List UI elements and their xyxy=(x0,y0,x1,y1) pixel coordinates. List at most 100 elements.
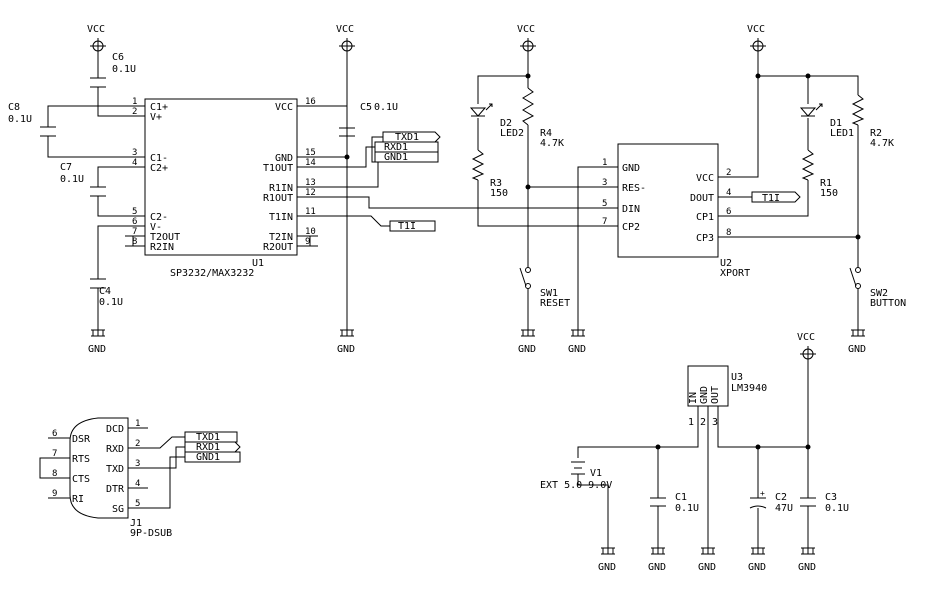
u1-pin-name: C2+ xyxy=(150,163,168,174)
j1-pin-name: DCD xyxy=(106,424,124,435)
c4: C4 0.1U xyxy=(90,225,125,330)
u2-pin-name: GND xyxy=(622,163,640,174)
j1-pin-num: 5 xyxy=(135,499,140,509)
u1-pin-num: 2 xyxy=(132,107,137,117)
u1-pin-name: V- xyxy=(150,222,162,233)
sw1-ref: SW1 xyxy=(540,288,558,299)
gnd-label: GND xyxy=(88,344,106,355)
j1-pin-name: RI xyxy=(72,494,84,505)
u1-pin-name: R2OUT xyxy=(263,242,293,253)
gnd-symbol xyxy=(751,547,765,555)
u1-pin-num: 16 xyxy=(305,97,316,107)
u3-pinnum-in: 1 xyxy=(688,417,694,428)
v1-source: V1 EXT 5.0-9.0V xyxy=(540,461,612,548)
d2: D2 LED2 xyxy=(469,103,524,139)
flag-txd1-j1: TXD1 xyxy=(196,432,220,443)
u1-pin-num: 10 xyxy=(305,227,316,237)
j1-pin-num: 9 xyxy=(52,489,57,499)
v1-value: EXT 5.0-9.0V xyxy=(540,480,612,491)
u1-pin-num: 7 xyxy=(132,227,137,237)
c6-value: 0.1U xyxy=(112,64,136,75)
c4-ref: C4 xyxy=(99,286,111,297)
vcc-symbol-cross xyxy=(750,38,766,52)
sw2[interactable]: SW2 BUTTON xyxy=(849,267,906,310)
r1: R1 150 xyxy=(801,149,838,199)
u1-pin-num: 1 xyxy=(132,97,137,107)
vcc-label: VCC xyxy=(797,332,815,343)
u1-pin-name: VCC xyxy=(275,102,293,113)
c7-ref: C7 xyxy=(60,162,72,173)
u2-pin-name: CP1 xyxy=(696,212,714,223)
u2-pin-name: DOUT xyxy=(690,193,714,204)
u1-pin-num: 3 xyxy=(132,148,137,158)
u3-value: LM3940 xyxy=(731,383,767,394)
r4-ref: R4 xyxy=(540,128,552,139)
c6: C6 0.1U xyxy=(90,52,136,117)
flag-txd1-u1: TXD1 xyxy=(395,132,419,143)
u3-pin-gnd: GND xyxy=(699,386,710,404)
r2-ref: R2 xyxy=(870,128,882,139)
u1-pin-num: 9 xyxy=(305,237,310,247)
gnd-symbol xyxy=(571,329,585,337)
u2-pin-num: 8 xyxy=(726,228,731,238)
u2-pin-name: DIN xyxy=(622,204,640,215)
d1: D1 LED1 xyxy=(799,103,854,139)
u1-pin-name: V+ xyxy=(150,112,162,123)
u3-body xyxy=(687,365,729,407)
gnd-label: GND xyxy=(748,562,766,573)
u2-pin-num: 6 xyxy=(726,207,731,217)
d1-value: LED1 xyxy=(830,128,854,139)
c3-ref: C3 xyxy=(825,492,837,503)
c3-value: 0.1U xyxy=(825,503,849,514)
j1-body xyxy=(69,417,129,519)
u1-pin-name: R2IN xyxy=(150,242,174,253)
j1-ref: J1 xyxy=(130,518,142,529)
u1-pin-name: T1IN xyxy=(269,212,293,223)
gnd-symbol xyxy=(91,329,105,337)
vcc-label: VCC xyxy=(87,24,105,35)
gnd-label: GND xyxy=(518,344,536,355)
u2-ref: U2 xyxy=(720,258,732,269)
u1-pin-num: 5 xyxy=(132,207,137,217)
sw1[interactable]: SW1 RESET xyxy=(519,267,570,310)
gnd-label: GND xyxy=(568,344,586,355)
u1-pin-num: 6 xyxy=(132,217,137,227)
u2-pin-num: 2 xyxy=(726,168,731,178)
u3-pinnum-gnd: 2 xyxy=(700,417,706,428)
j1-pin-name: TXD xyxy=(106,464,124,475)
u1-pin-num: 13 xyxy=(305,178,316,188)
u1-ref: U1 xyxy=(252,258,264,269)
gnd-label: GND xyxy=(598,562,616,573)
r3-value: 150 xyxy=(490,188,508,199)
v1-ref: V1 xyxy=(590,468,602,479)
c7-value: 0.1U xyxy=(60,174,84,185)
j1-pin-num: 7 xyxy=(52,449,57,459)
u2-pin-num: 3 xyxy=(602,178,607,188)
flag-t1i-u2: T1I xyxy=(762,193,780,204)
u3-ref: U3 xyxy=(731,372,743,383)
gnd-label: GND xyxy=(848,344,866,355)
r4: R4 4.7K xyxy=(522,87,564,149)
flag-t1i-u1: T1I xyxy=(398,221,416,232)
u1-pin-name: C2- xyxy=(150,212,168,223)
u2-pin-name: RES- xyxy=(622,183,646,194)
c1-ref: C1 xyxy=(675,492,687,503)
u1-pin-name: T2IN xyxy=(269,232,293,243)
j1-pin-name: RXD xyxy=(106,444,124,455)
gnd-symbol xyxy=(651,547,665,555)
u1-pin-name: C1+ xyxy=(150,102,168,113)
r1-ref: R1 xyxy=(820,178,832,189)
j1-pin-name: SG xyxy=(112,504,124,515)
u3-pin-in: IN xyxy=(688,392,699,404)
r2-value: 4.7K xyxy=(870,138,894,149)
u1-pin-name: GND xyxy=(275,153,293,164)
gnd-label: GND xyxy=(798,562,816,573)
gnd-symbol xyxy=(601,547,615,555)
u3-regulator: U3 LM3940 IN GND OUT 1 2 3 xyxy=(577,360,811,548)
u1-body xyxy=(144,98,298,256)
